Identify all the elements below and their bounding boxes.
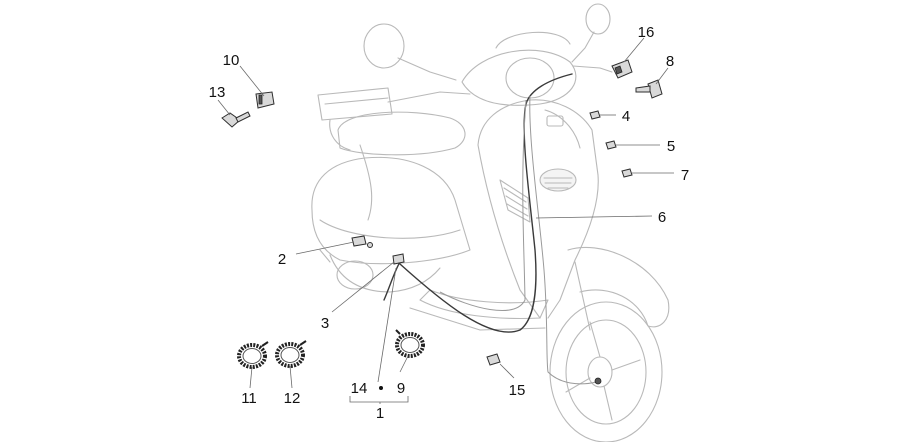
clip-part-4 — [589, 110, 601, 120]
leader-lines — [217, 37, 674, 404]
callout-14: 14 — [351, 380, 368, 397]
clip-part-16 — [611, 59, 633, 79]
callout-4: 4 — [622, 108, 630, 125]
screw-part-8 — [635, 79, 663, 99]
clip-part-10 — [255, 91, 275, 109]
screw-part-13 — [221, 111, 251, 128]
callout-11: 11 — [241, 390, 257, 407]
callout-12: 12 — [284, 390, 301, 407]
hose-clamp-9 — [395, 329, 425, 358]
clip-part-5 — [605, 140, 617, 150]
callout-10: 10 — [223, 52, 240, 69]
callout-3: 3 — [321, 315, 329, 332]
callout-labels: 10 13 16 8 4 5 7 6 2 3 14 9 15 11 12 1 — [209, 24, 690, 422]
callout-13: 13 — [209, 84, 226, 101]
hose-clamp-11 — [237, 341, 269, 369]
clip-part-15 — [486, 353, 501, 366]
callout-8: 8 — [666, 53, 674, 70]
callout-9: 9 — [397, 380, 405, 397]
callout-1: 1 — [376, 405, 384, 422]
hose-clamp-12 — [275, 340, 307, 368]
cable-routing — [383, 73, 602, 385]
callout-15: 15 — [509, 382, 526, 399]
callout-2: 2 — [278, 251, 286, 268]
callout-6: 6 — [658, 209, 666, 226]
callout-7: 7 — [681, 167, 689, 184]
callout-16: 16 — [638, 24, 655, 41]
fitting-part-3 — [392, 253, 405, 265]
scooter-outline — [311, 3, 670, 442]
callout-5: 5 — [667, 138, 675, 155]
parts — [221, 59, 663, 369]
clip-part-7 — [621, 168, 633, 178]
fitting-part-2b — [367, 242, 373, 248]
fitting-part-2 — [351, 235, 367, 247]
